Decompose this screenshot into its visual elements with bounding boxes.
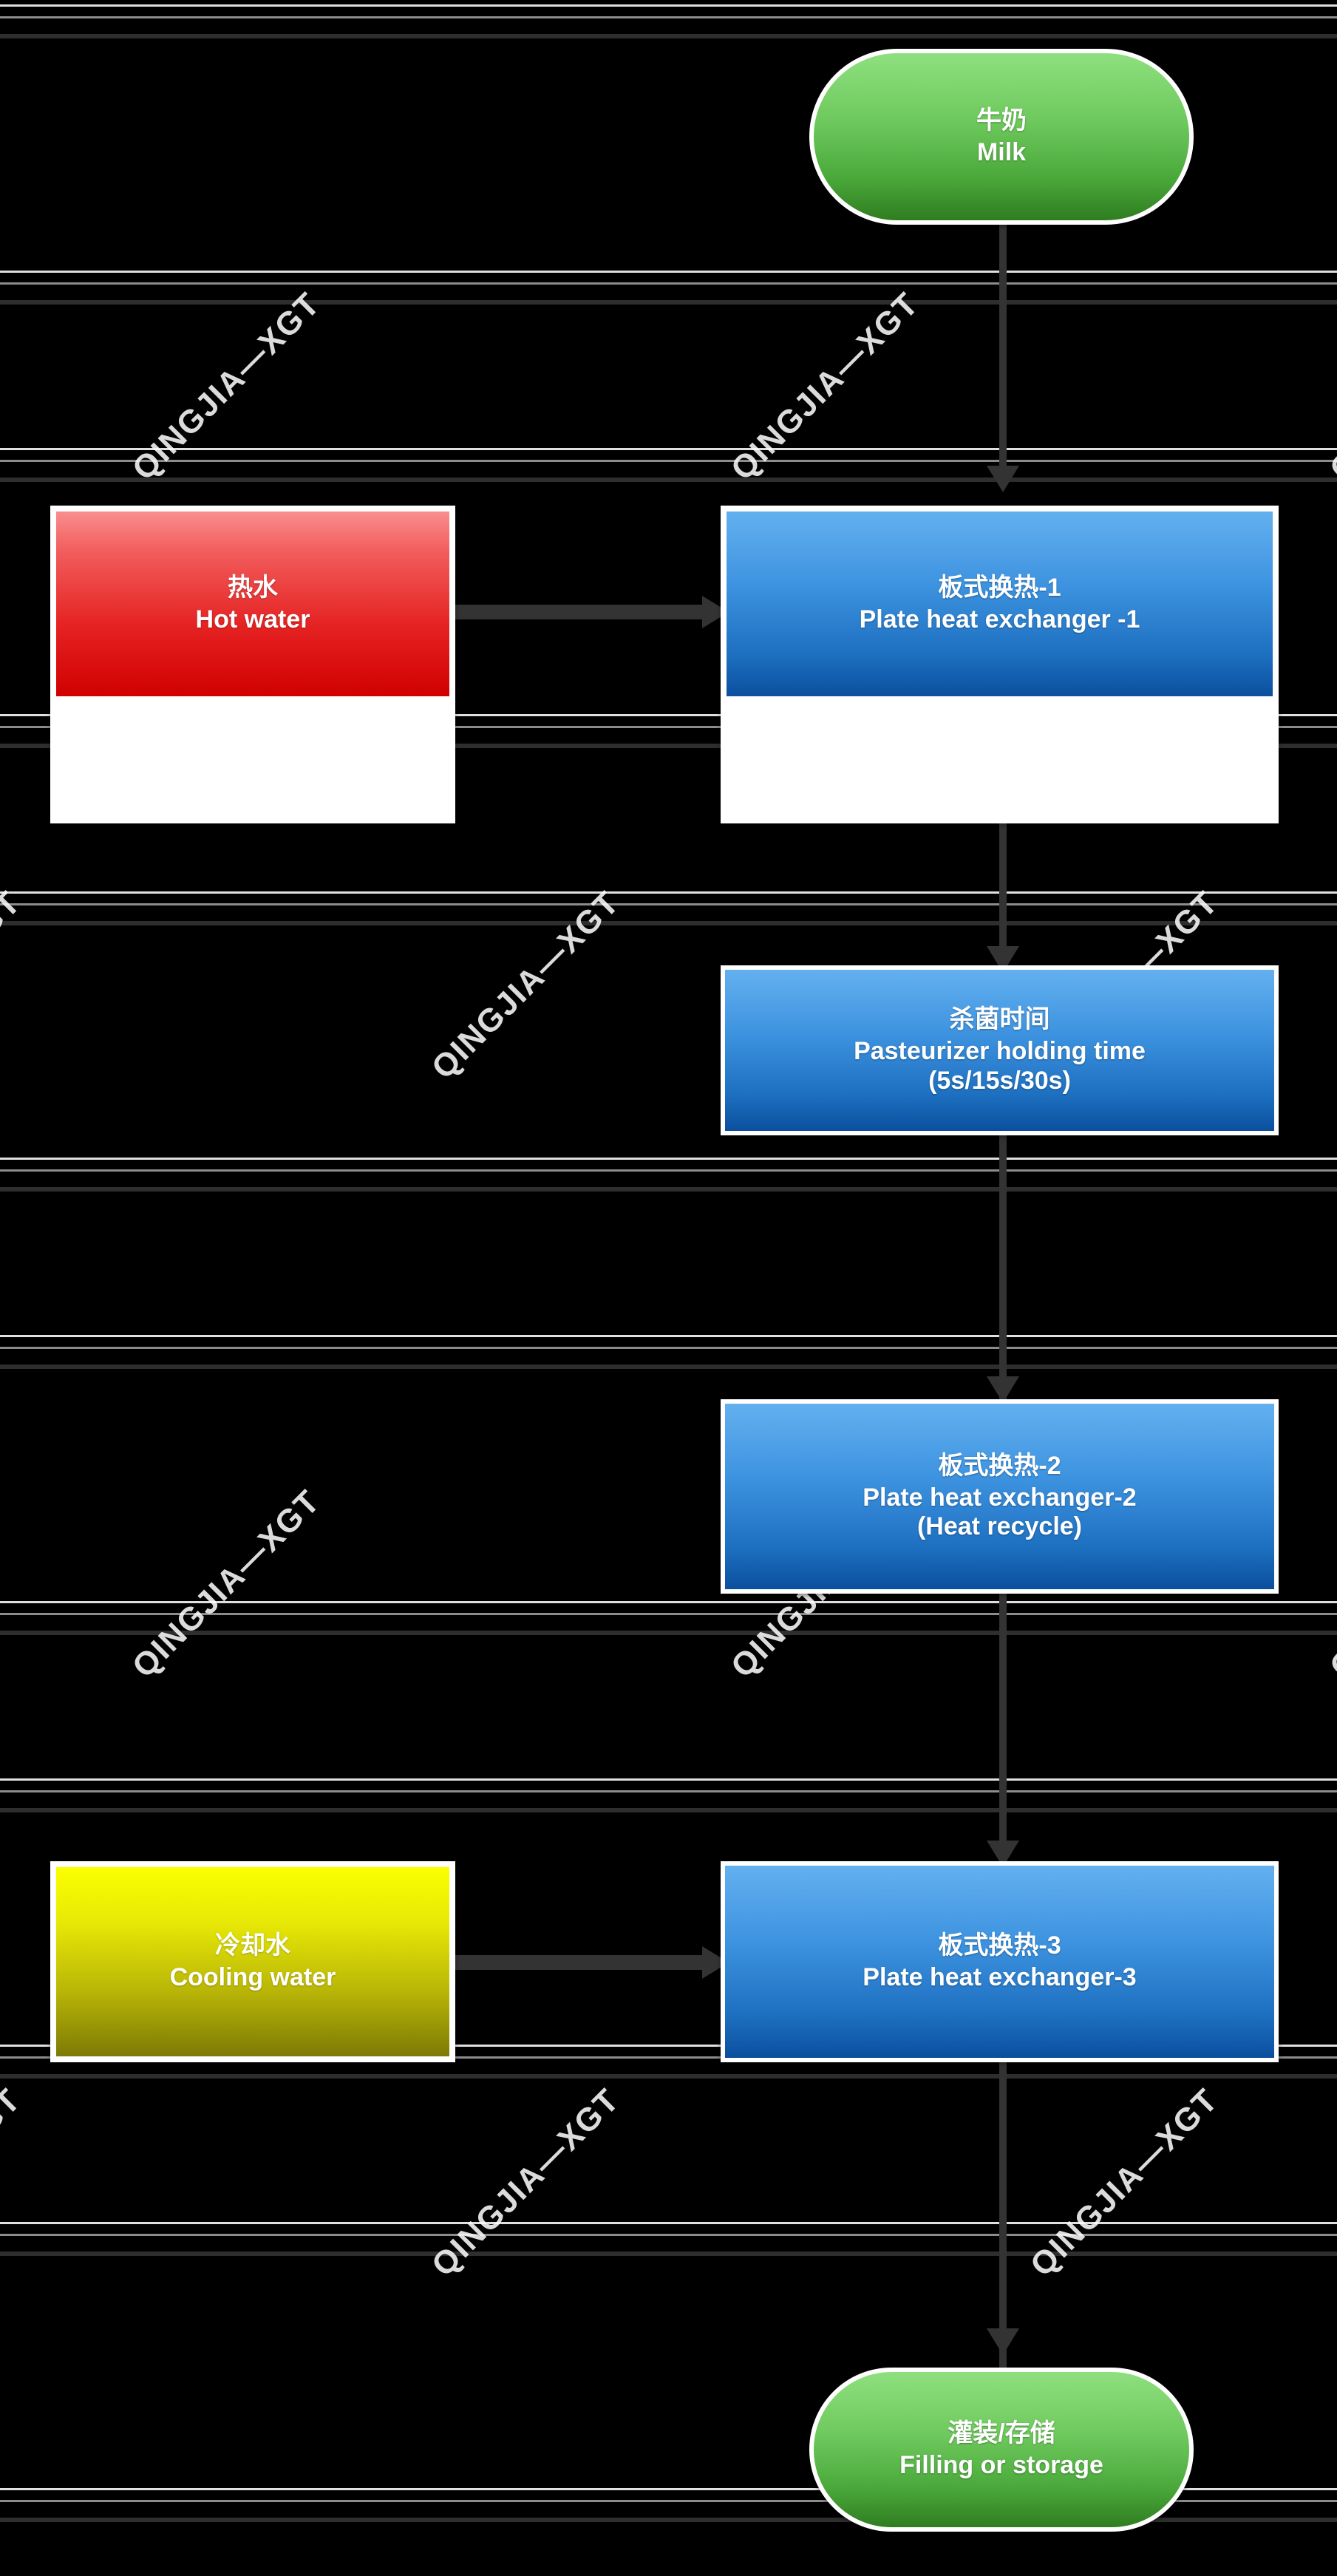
node-milk-label-en: Milk: [976, 138, 1027, 166]
node-phe3-label-en: Plate heat exchanger-3: [863, 1963, 1137, 1991]
node-filling-or-storage[interactable]: 灌装/存储 Filling or storage: [809, 2368, 1194, 2532]
node-hot-water-label-zh: 热水: [228, 573, 278, 602]
node-phe2-label-detail: (Heat recycle): [916, 1512, 1082, 1541]
node-holding-time-label-en: Pasteurizer holding time: [854, 1037, 1146, 1066]
watermark-text: QINGJIA—XGT: [125, 1483, 327, 1685]
node-phe1-label-zh: 板式换热-1: [938, 573, 1061, 602]
watermark-text: QINGJIA—XGT: [125, 285, 327, 488]
node-hot-water[interactable]: 热水 Hot water: [56, 512, 449, 696]
watermark-text: QINGJIA—XGT: [424, 884, 627, 1087]
node-milk-label-zh: 牛奶: [976, 106, 1027, 135]
node-hot-water-label-en: Hot water: [195, 605, 310, 633]
node-cooling-water-label-en: Cooling water: [169, 1963, 336, 1991]
watermark-text: QINGJIA—XGT: [0, 884, 28, 1087]
watermark-text: QINGJIA—XGT: [1322, 1483, 1337, 1685]
connector-hotwater-to-phe1: [455, 605, 710, 619]
node-phe1-label-en: Plate heat exchanger -1: [859, 605, 1140, 633]
watermark-text: QINGJIA—XGT: [0, 2081, 28, 2284]
node-phe2[interactable]: 板式换热-2 Plate heat exchanger-2 (Heat recy…: [721, 1399, 1279, 1594]
node-filling-label-en: Filling or storage: [899, 2451, 1103, 2479]
node-phe2-label-zh: 板式换热-2: [938, 1451, 1061, 1480]
node-phe3[interactable]: 板式换热-3 Plate heat exchanger-3: [721, 1861, 1279, 2062]
watermark-text: QINGJIA—XGT: [1322, 285, 1337, 488]
connector-phe3-to-filling: [999, 2062, 1007, 2373]
watermark-text: QINGJIA—XGT: [1023, 2081, 1225, 2284]
node-phe2-label-en: Plate heat exchanger-2: [863, 1483, 1137, 1512]
node-cooling-water-label-zh: 冷却水: [215, 1931, 290, 1960]
node-holding-time[interactable]: 杀菌时间 Pasteurizer holding time (5s/15s/30…: [721, 965, 1279, 1135]
node-holding-time-label-zh: 杀菌时间: [949, 1005, 1050, 1034]
watermark-text: QINGJIA—XGT: [424, 2081, 627, 2284]
connector-milk-to-phe1: [999, 219, 1007, 470]
node-filling-label-zh: 灌装/存储: [948, 2419, 1055, 2447]
node-cooling-water[interactable]: 冷却水 Cooling water: [56, 1867, 449, 2056]
node-milk[interactable]: 牛奶 Milk: [809, 49, 1194, 225]
connector-coolingwater-to-phe3: [455, 1955, 710, 1970]
watermark-text: QINGJIA—XGT: [724, 285, 926, 488]
arrowhead-phe3-to-filling: [987, 2328, 1019, 2355]
node-phe1[interactable]: 板式换热-1 Plate heat exchanger -1: [727, 512, 1273, 696]
node-holding-time-label-detail: (5s/15s/30s): [928, 1066, 1071, 1095]
node-phe3-label-zh: 板式换热-3: [938, 1931, 1061, 1960]
arrowhead-milk-to-phe1: [987, 466, 1019, 492]
